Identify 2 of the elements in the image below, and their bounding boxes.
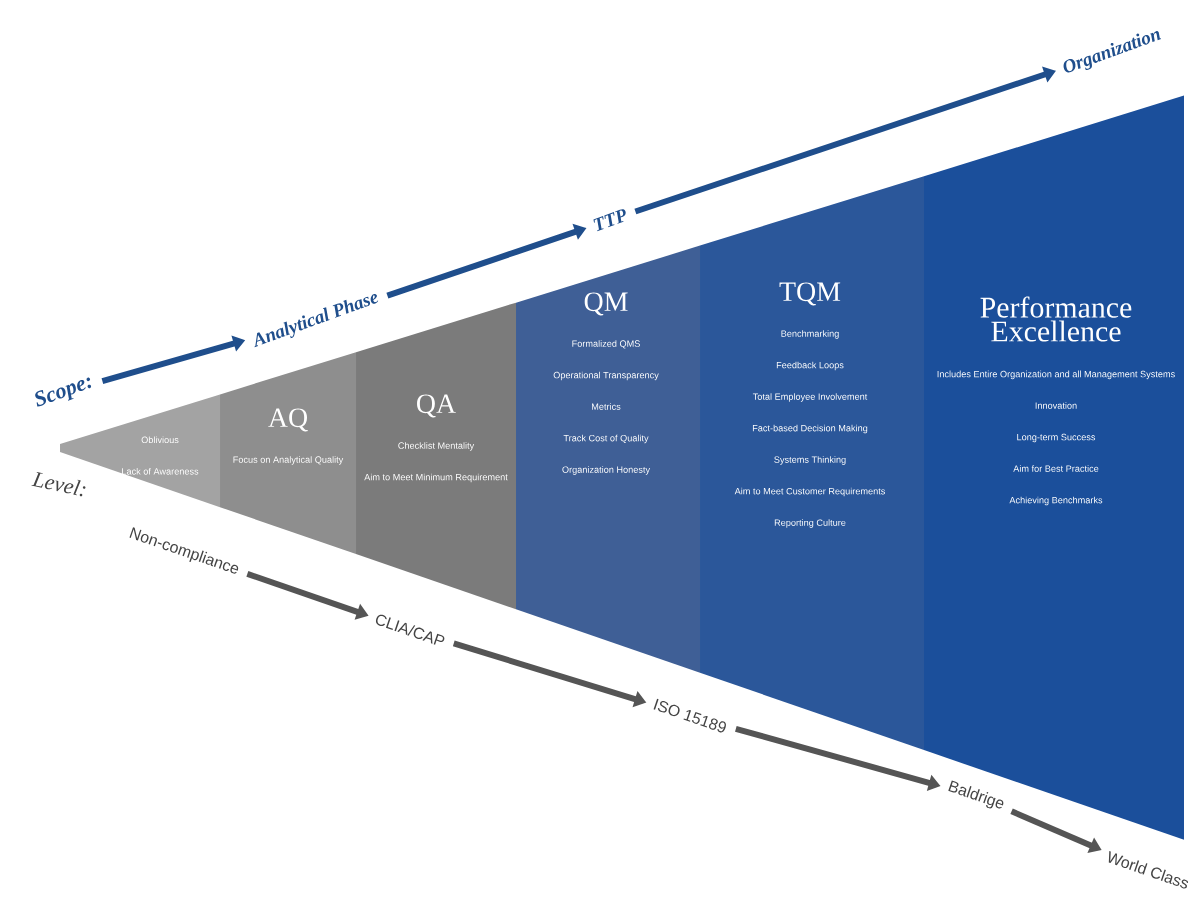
arrow: [634, 66, 1056, 215]
stage-label: TTP: [593, 209, 626, 232]
